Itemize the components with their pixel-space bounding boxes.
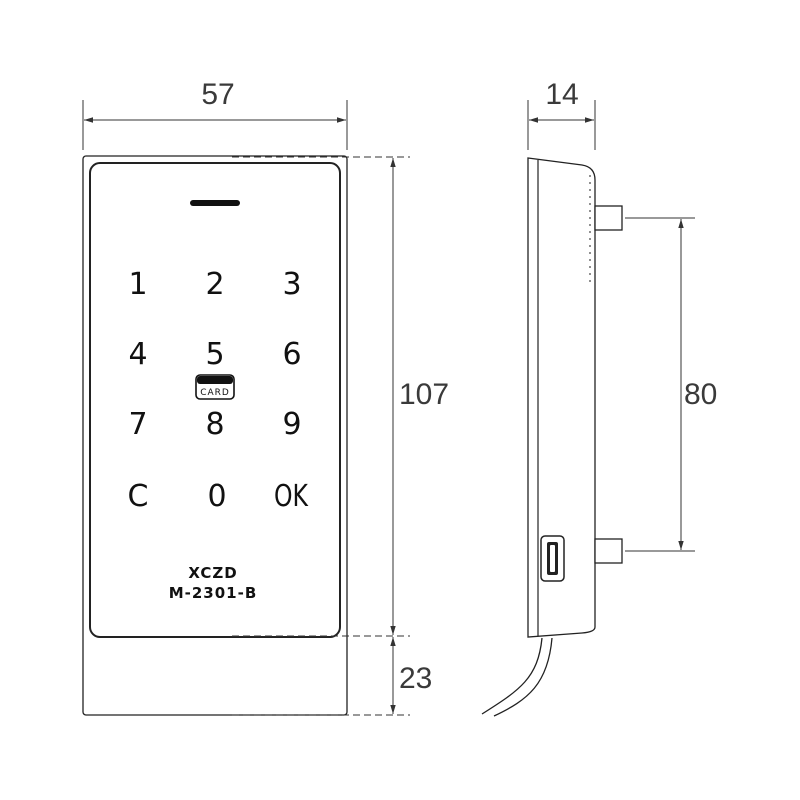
key-2[interactable]: 2 xyxy=(205,267,224,302)
key-3[interactable]: 3 xyxy=(282,267,301,302)
key-clear[interactable]: C xyxy=(128,479,149,514)
indicator-light xyxy=(190,200,240,206)
card-reader-icon: CARD xyxy=(195,374,235,400)
dimension-width: 57 xyxy=(82,78,348,150)
keypad: 1 2 3 4 5 6 7 8 9 C 0 OK xyxy=(128,267,310,514)
mount-post-top xyxy=(594,205,623,231)
front-view: 1 2 3 4 5 6 7 8 9 C 0 OK CARD XCZD M-230… xyxy=(82,155,348,716)
dimension-lower-height-value: 23 xyxy=(399,662,432,695)
front-glass-panel xyxy=(89,162,341,638)
key-4[interactable]: 4 xyxy=(128,337,147,372)
key-5[interactable]: 5 xyxy=(205,337,224,372)
card-label: CARD xyxy=(200,388,230,398)
side-view xyxy=(481,157,623,717)
key-ok[interactable]: OK xyxy=(274,479,309,514)
brand-name: XCZD xyxy=(188,564,237,582)
dimension-panel-height: 107 xyxy=(232,156,449,637)
key-1[interactable]: 1 xyxy=(128,267,147,302)
cable xyxy=(481,637,543,715)
dimension-depth: 14 xyxy=(527,78,596,150)
mount-post-bottom xyxy=(594,538,623,564)
key-0[interactable]: 0 xyxy=(207,479,226,514)
dimension-panel-height-value: 107 xyxy=(399,378,449,411)
dimension-mount-spacing: 80 xyxy=(625,217,717,552)
dimension-width-value: 57 xyxy=(201,78,234,111)
model-number: M-2301-B xyxy=(169,584,258,602)
key-8[interactable]: 8 xyxy=(205,407,224,442)
side-body xyxy=(527,157,596,638)
key-6[interactable]: 6 xyxy=(282,337,301,372)
front-outer-body xyxy=(82,155,348,716)
dimension-lower-height: 23 xyxy=(232,637,432,716)
key-9[interactable]: 9 xyxy=(282,407,301,442)
dimension-depth-value: 14 xyxy=(545,78,578,111)
dimension-mount-spacing-value: 80 xyxy=(684,378,717,411)
key-7[interactable]: 7 xyxy=(128,407,147,442)
